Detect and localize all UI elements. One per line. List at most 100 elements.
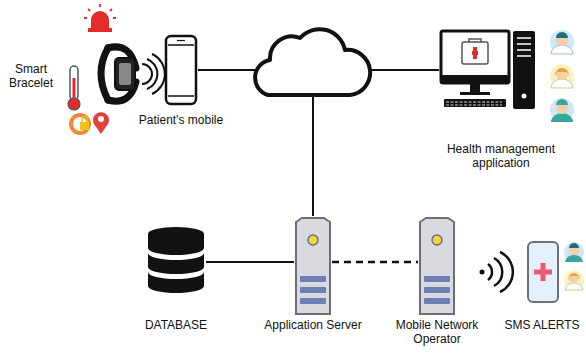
mobile-phone-icon [166, 36, 196, 104]
server-icon [420, 218, 454, 314]
doctor-icon [550, 30, 574, 54]
heart-rate-icon [80, 122, 89, 130]
database-icon [148, 227, 204, 241]
computer-monitor-icon [462, 42, 488, 64]
doctor-icon [564, 242, 584, 262]
heart-rate-icon [82, 117, 87, 122]
computer-tower-icon [513, 31, 535, 109]
server-icon [424, 276, 450, 282]
mobile-phone-icon [168, 44, 194, 46]
node-label: SMS ALERTS [502, 318, 582, 332]
alarm-icon [84, 4, 116, 18]
doctor-icon [565, 283, 583, 290]
computer-tower-icon [513, 31, 535, 109]
doctor-icon [550, 98, 574, 122]
database-icon [148, 272, 204, 293]
bracelet-icon [142, 54, 165, 94]
heart-rate-icon [71, 115, 89, 133]
doctor-icon [556, 99, 568, 105]
computer-tower-icon [522, 94, 527, 99]
doctor-icon [551, 113, 573, 122]
alarm-icon [88, 28, 112, 32]
server-icon [300, 298, 326, 304]
node-label: Patient's mobile [136, 113, 226, 127]
device-node: Patient's mobile [164, 34, 198, 106]
network-link [206, 261, 294, 263]
server-icon [296, 218, 330, 314]
wireless-waves [488, 252, 513, 292]
computer-monitor-icon [441, 31, 509, 107]
mobile-phone-icon [177, 40, 185, 41]
doctor-icon [550, 64, 574, 88]
node-label: DATABASE [126, 318, 226, 332]
location-pin-icon [93, 112, 109, 134]
computer-monitor-icon [441, 31, 509, 83]
bracelet-icon [101, 47, 165, 101]
heart-rate-icon [71, 115, 89, 133]
server-icon [300, 276, 326, 282]
server-icon [300, 287, 326, 293]
cloud-icon [255, 29, 370, 95]
server-node: Mobile Network Operator [418, 216, 456, 316]
wireless-waves [480, 252, 513, 292]
doctor-icon [550, 64, 574, 88]
doctor-icon [550, 98, 574, 122]
bracelet-icon [119, 63, 131, 85]
node-label: Health management application [440, 142, 562, 170]
doctor-icon [550, 30, 574, 54]
computer-monitor-icon [469, 39, 481, 42]
mobile-phone-icon [166, 36, 196, 104]
server-icon [432, 235, 442, 245]
alarm-icon [91, 11, 109, 28]
wireless-waves [480, 270, 485, 275]
computer-monitor-icon [460, 92, 490, 95]
sms-phone-icon [528, 242, 558, 302]
database-node: DATABASE [146, 226, 206, 296]
computer-monitor-icon [446, 102, 502, 105]
bracelet-icon [101, 48, 108, 100]
mobile-phone-icon [168, 95, 194, 97]
sms-phone-icon [528, 242, 558, 302]
computer-monitor-icon [444, 99, 506, 107]
computer-monitor-icon [441, 75, 509, 83]
node-label: Smart Bracelet [4, 62, 58, 90]
bracelet-icon [115, 58, 135, 90]
dashed-link [332, 261, 418, 264]
doctor-icon [569, 273, 579, 283]
doctor-icon [556, 32, 568, 38]
database-icon [148, 227, 204, 293]
computer-monitor-icon [470, 83, 480, 92]
thermometer-icon [68, 98, 80, 110]
doctor-icon [568, 273, 580, 280]
doctor-icon [564, 270, 584, 290]
doctor-icon [551, 45, 573, 54]
doctor-icon [564, 242, 584, 262]
doctor-icon [556, 68, 568, 80]
server-icon [308, 235, 318, 245]
server-node: Application Server [294, 216, 332, 316]
server-icon [424, 287, 450, 293]
cloud-icon [255, 29, 370, 95]
location-pin-icon [98, 116, 104, 122]
computer-monitor-icon [472, 47, 478, 59]
device-node: SMS ALERTS [526, 240, 560, 304]
doctor-icon [569, 243, 579, 248]
server-icon [424, 298, 450, 304]
doctor-icon [551, 79, 573, 88]
server-icon [420, 218, 454, 314]
sms-phone-icon [534, 263, 552, 281]
database-icon [148, 253, 204, 274]
application-node: Health management application [439, 29, 577, 125]
server-icon [296, 218, 330, 314]
node-label: Application Server [253, 318, 373, 332]
computer-tower-icon [517, 38, 531, 56]
doctor-icon [564, 270, 584, 290]
doctor-icon [555, 68, 569, 76]
alarm-icon [84, 4, 116, 32]
doctor-icon [565, 255, 583, 262]
node-label: Mobile Network Operator [390, 318, 484, 346]
location-pin-icon [93, 112, 109, 134]
thermometer-icon [68, 66, 80, 110]
